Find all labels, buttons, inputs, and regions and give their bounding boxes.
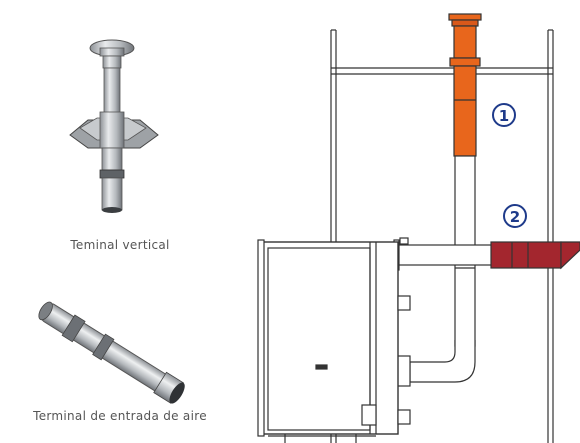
callout-1-label: 1	[499, 107, 509, 125]
vertical-terminal-caption: Teminal vertical	[70, 238, 170, 252]
boiler-unit	[257, 237, 411, 443]
building-frame	[330, 29, 554, 443]
callout-2: 2	[503, 204, 527, 228]
callout-2-label: 2	[510, 208, 520, 226]
callout-1: 1	[492, 103, 516, 127]
air-inlet-terminal-illustration	[38, 301, 185, 404]
vertical-terminal-illustration	[69, 39, 159, 213]
installation-diagram	[257, 13, 580, 443]
air-inlet-terminal-caption: Terminal de entrada de aire	[33, 409, 207, 423]
horizontal-inlet-pipe	[393, 239, 580, 271]
vertical-flue-pipe	[448, 13, 482, 347]
flue-elbow	[395, 340, 476, 387]
